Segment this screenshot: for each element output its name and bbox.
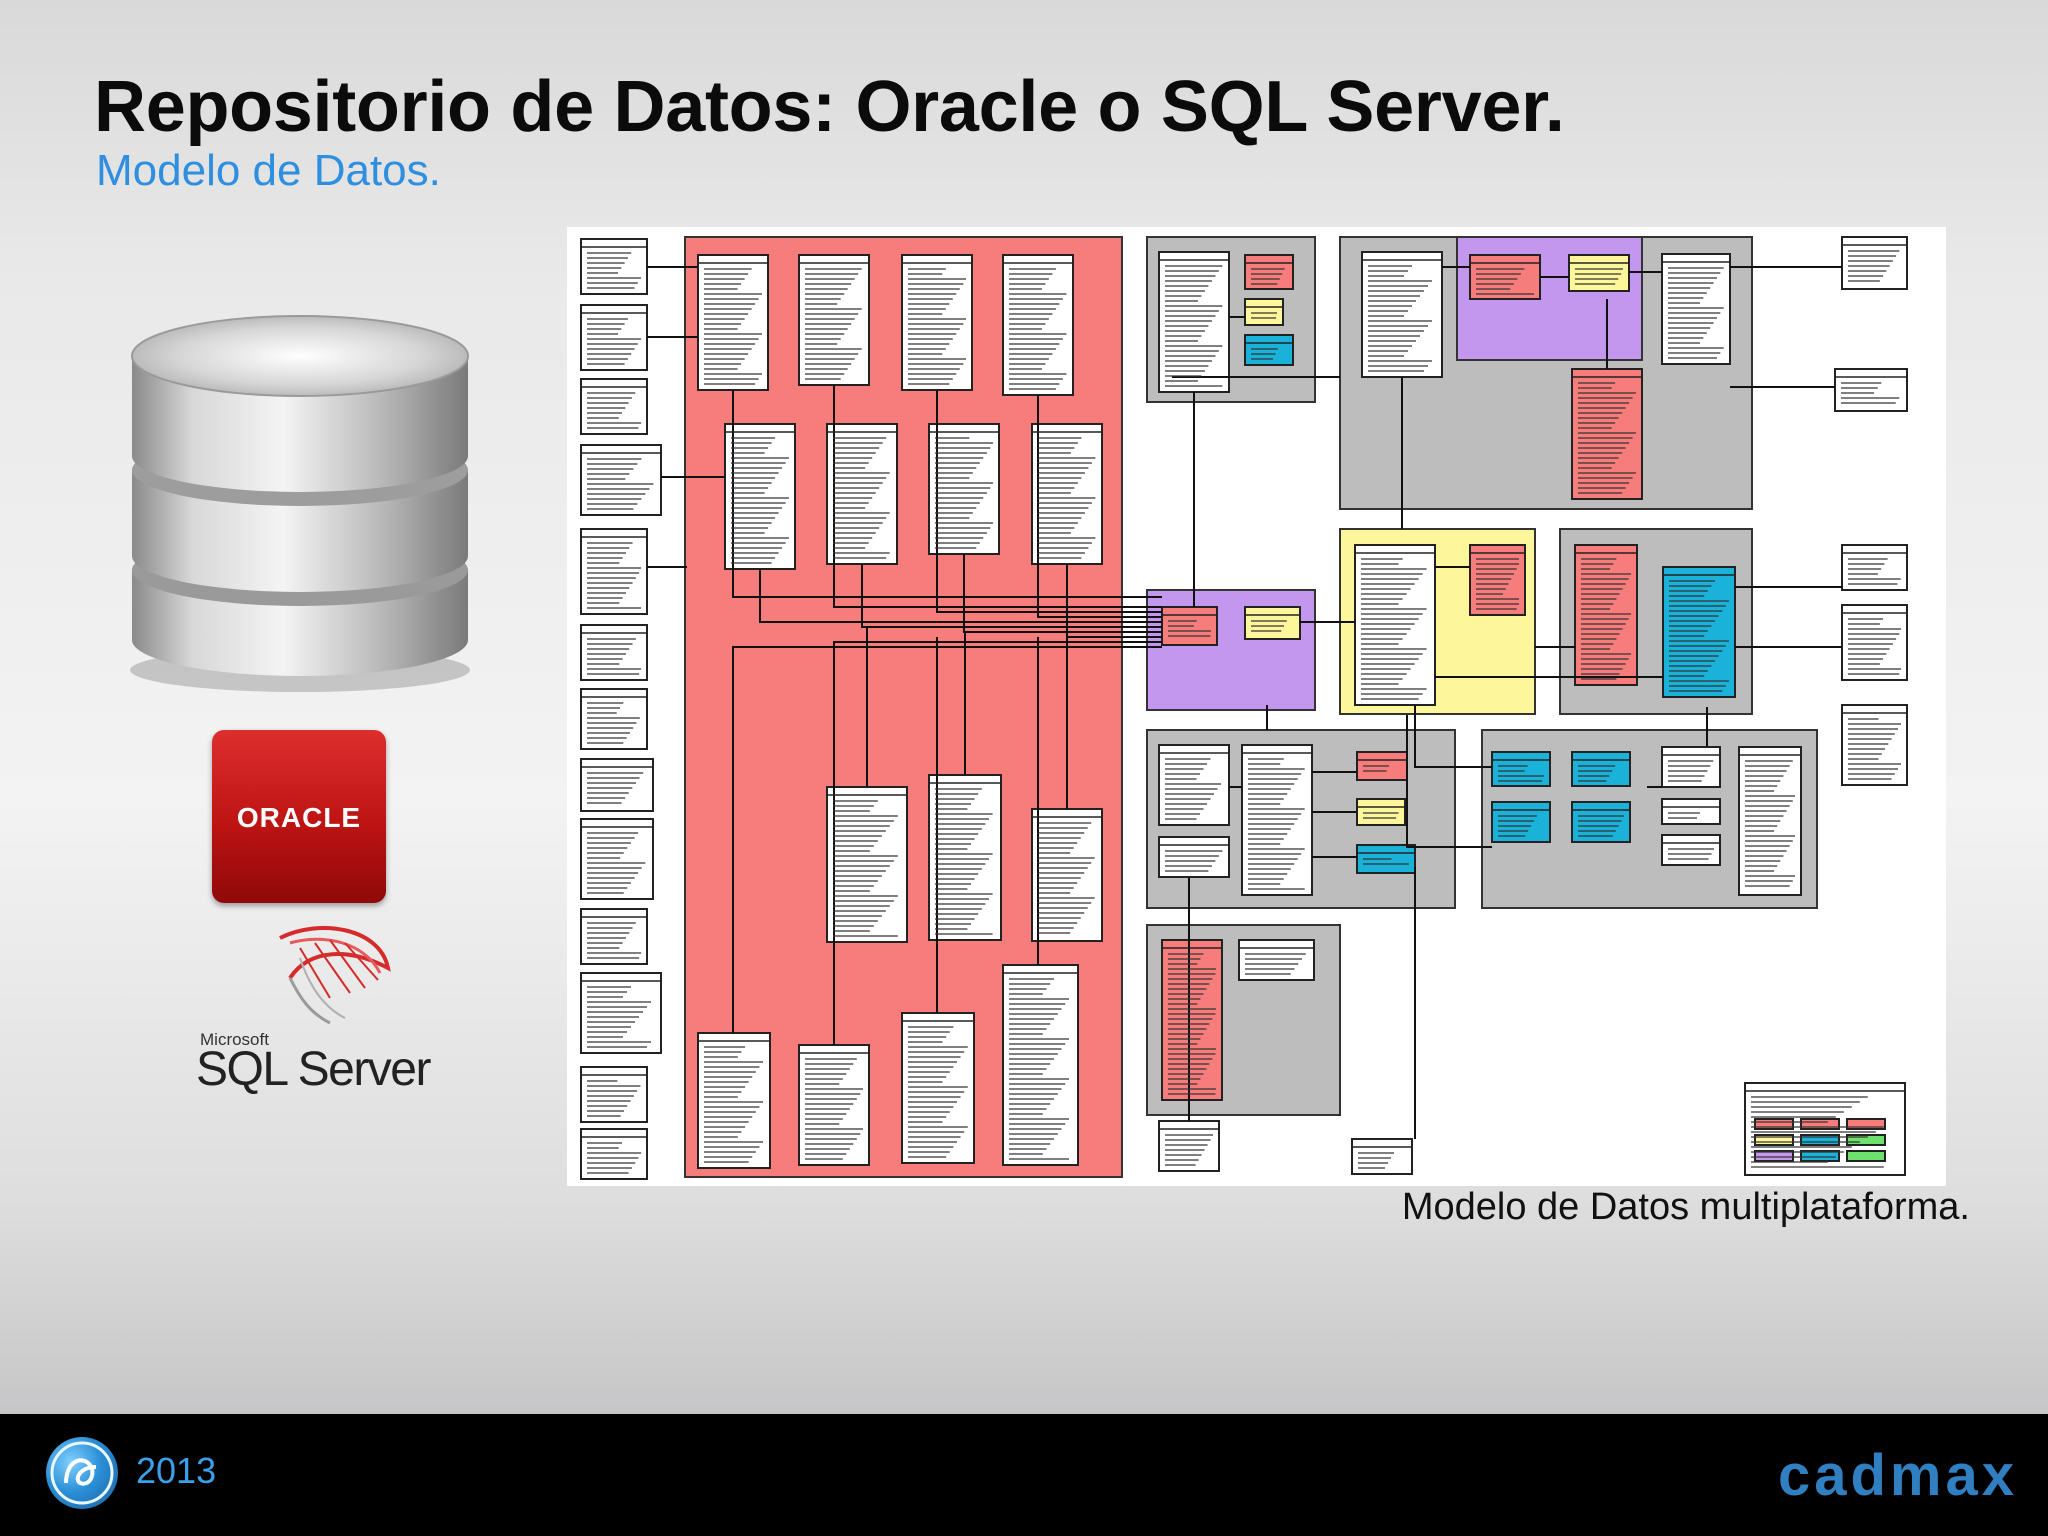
database-icon: [130, 315, 470, 692]
entity-table: [724, 423, 796, 570]
oracle-logo: ORACLE: [212, 730, 386, 903]
entity-table: [1031, 423, 1103, 565]
entity-table: [1661, 746, 1721, 788]
entity-table: [580, 972, 662, 1054]
entity-table: [826, 786, 908, 943]
sql-server-logo-icon: [279, 926, 391, 1025]
entity-table: [1158, 251, 1230, 393]
entity-table: [928, 423, 1000, 555]
data-model-diagram: [567, 227, 1946, 1186]
entity-table: [1356, 798, 1406, 826]
footer-year: 2013: [136, 1450, 217, 1491]
entity-table: [1351, 1138, 1413, 1175]
entity-table: [1661, 834, 1721, 866]
entity-table: [1238, 939, 1315, 981]
entity-table: [580, 378, 648, 435]
entity-table: [901, 1012, 975, 1164]
entity-table: [580, 688, 648, 750]
entity-table: [1158, 744, 1230, 826]
entity-table: [580, 624, 648, 681]
entity-table: [1244, 298, 1284, 326]
sql-server-name: SQL Server: [196, 1043, 431, 1096]
entity-table: [697, 1032, 771, 1169]
entity-table: [1244, 606, 1301, 640]
entity-table: [1571, 801, 1631, 843]
entity-table: [1002, 254, 1074, 396]
company-emblem-icon: [46, 1437, 118, 1509]
entity-table: [1241, 744, 1313, 896]
entity-table: [1031, 808, 1103, 942]
entity-table: [1491, 801, 1551, 843]
entity-table: [1662, 566, 1736, 698]
entity-table: [1244, 254, 1294, 290]
entity-table: [798, 1044, 870, 1166]
entity-table: [1574, 544, 1638, 686]
entity-table: [1661, 253, 1731, 365]
entity-table: [1661, 798, 1721, 825]
entity-table: [1841, 604, 1908, 681]
data-model-diagram-svg: [580, 236, 1908, 1180]
entity-table: [580, 444, 662, 516]
entity-table: [1161, 939, 1223, 1101]
entity-table: [1002, 964, 1079, 1166]
entity-table: [580, 304, 648, 371]
entity-table: [1841, 544, 1908, 591]
entity-table: [1469, 254, 1541, 300]
entity-table: [580, 1066, 648, 1123]
entity-table: [580, 238, 648, 295]
entity-table: [1834, 368, 1908, 412]
entity-table: [1354, 544, 1436, 706]
entity-table: [1491, 751, 1551, 787]
brand-logo: cadmax: [1777, 1443, 2018, 1508]
company-emblem-mark: [50, 1441, 114, 1505]
slide-title: Repositorio de Datos: Oracle o SQL Serve…: [94, 67, 1565, 147]
entity-table: [928, 774, 1002, 941]
entity-table: [1469, 544, 1526, 616]
entity-table: [901, 254, 973, 391]
entity-table: [1244, 334, 1294, 366]
entity-table: [1568, 254, 1630, 292]
entity-table: [1571, 751, 1631, 787]
slide-subtitle: Modelo de Datos.: [96, 146, 441, 195]
footer-bar: 2013 cadmax: [0, 1414, 2048, 1536]
diagram-caption: Modelo de Datos multiplataforma.: [1401, 1186, 1970, 1228]
sql-server-brand: Microsoft: [200, 1030, 269, 1049]
entity-table: [580, 528, 648, 615]
oracle-logo-text: ORACLE: [236, 802, 362, 833]
entity-table: [580, 908, 648, 965]
entity-table: [1158, 836, 1230, 878]
entity-table: [580, 818, 654, 900]
entity-table: [697, 254, 769, 391]
entity-table: [1841, 704, 1908, 786]
